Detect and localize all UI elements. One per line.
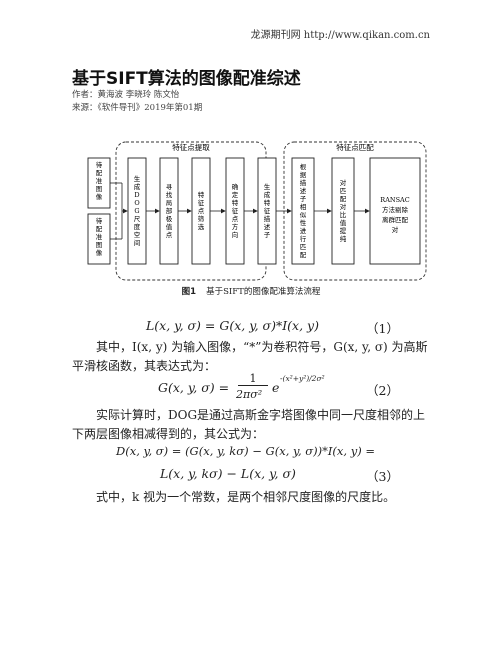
equation-2-number: （2） (366, 383, 399, 398)
step-label-4: 确定特征点方向 (232, 182, 239, 239)
input-label-2: 待配准图像 (96, 216, 103, 257)
paragraph-3: 式中，k 视为一个常数，是两个相邻尺度图像的尺度比。 (72, 488, 432, 507)
site-watermark: 龙源期刊网 http://www.qikan.com.cn (250, 30, 430, 41)
equation-2-frac-bottom: 2πσ² (236, 388, 263, 401)
step-label-7: 对匹配对比值提纯 (340, 178, 347, 243)
equation-3-line2-expr: L(x, y, kσ) − L(x, y, σ) (160, 466, 296, 481)
equation-2-lhs: G(x, y, σ) = (158, 380, 230, 395)
paragraph-2-text: 实际计算时，DOG是通过高斯金字塔图像中同一尺度相邻的上下两层图像相减得到的，其… (72, 408, 426, 441)
equation-2: G(x, y, σ) = 1 2πσ² e -(x²+y²)/2σ² （2） (0, 372, 502, 410)
equation-1-expr: L(x, y, σ) = G(x, y, σ)*I(x, y) (146, 318, 319, 333)
input-label-1: 待配准图像 (96, 160, 103, 201)
article-title: 基于SIFT算法的图像配准综述 (72, 69, 301, 89)
equation-2-frac-top: 1 (238, 372, 268, 386)
paragraph-1: 其中，I(x, y) 为输入图像，“*”为卷积符号，G(x, y, σ) 为高斯… (72, 338, 432, 376)
step-label-3: 特征点筛选 (198, 190, 205, 231)
step-label-2: 寻找局部极值点 (166, 183, 173, 239)
figure-number: 图1 (181, 287, 197, 297)
step-box-8 (369, 157, 421, 265)
group-label-matching: 特征点匹配 (336, 142, 374, 152)
step-label-5: 生成特征描述子 (264, 182, 271, 239)
article-authors: 作者：黄海波 李晓玲 陈文怡 (72, 90, 180, 100)
equation-2-exponent: -(x²+y²)/2σ² (280, 374, 325, 383)
figure-caption-text: 基于SIFT的图像配准算法流程 (206, 287, 321, 297)
equation-1-number: （1） (366, 321, 399, 336)
step-label-6: 根据描述子相似性进行匹配 (300, 162, 307, 259)
equation-3-number: （3） (366, 469, 399, 484)
paragraph-3-text: 式中，k 视为一个常数，是两个相邻尺度图像的尺度比。 (96, 490, 396, 504)
article-source: 来源：《软件导刊》2019年第01期 (72, 103, 203, 113)
equation-2-exp-base: e (272, 380, 280, 395)
equation-3-line1-expr: D(x, y, σ) = (G(x, y, kσ) − G(x, y, σ))*… (116, 444, 375, 458)
paragraph-1-text: 其中，I(x, y) 为输入图像，“*”为卷积符号，G(x, y, σ) 为高斯… (72, 340, 428, 373)
paragraph-2: 实际计算时，DOG是通过高斯金字塔图像中同一尺度相邻的上下两层图像相减得到的，其… (72, 406, 432, 444)
figure-caption: 图1 基于SIFT的图像配准算法流程 (0, 285, 502, 297)
group-frame-extraction (115, 141, 267, 281)
group-label-extraction: 特征点提取 (172, 142, 210, 152)
